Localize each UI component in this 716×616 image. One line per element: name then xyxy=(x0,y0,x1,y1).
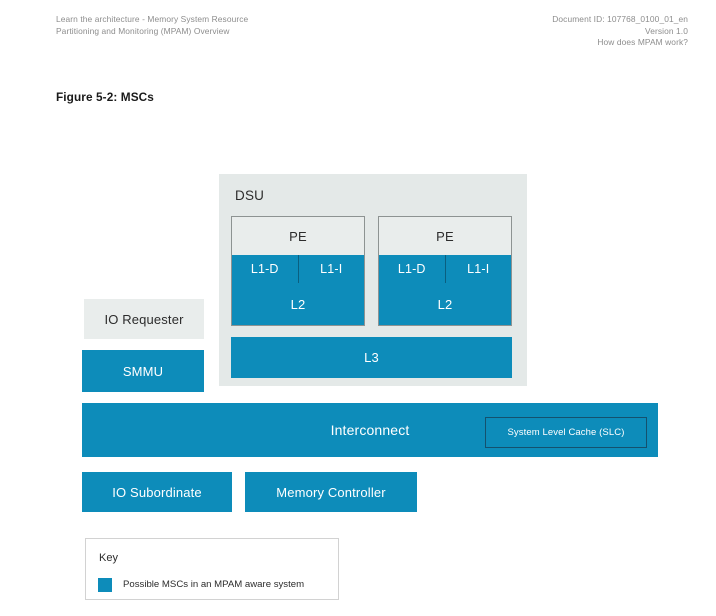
l3-block: L3 xyxy=(231,337,512,378)
smmu-block: SMMU xyxy=(82,350,204,392)
document-version: Version 1.0 xyxy=(644,25,688,36)
l1-row-1: L1-D L1-I xyxy=(379,255,511,283)
io-requester-block: IO Requester xyxy=(84,299,204,339)
figure-caption: Figure 5-2: MSCs xyxy=(56,90,154,104)
l1d-block-0: L1-D xyxy=(232,255,298,283)
header-left-block: Learn the architecture - Memory System R… xyxy=(56,14,356,37)
l1i-block-1: L1-I xyxy=(444,255,511,283)
memory-controller-block: Memory Controller xyxy=(245,472,417,512)
l2-block-1: L2 xyxy=(379,283,511,325)
pe-label-0: PE xyxy=(289,228,307,244)
header-left-line-2: Partitioning and Monitoring (MPAM) Overv… xyxy=(56,25,230,36)
header-right-block: Document ID: 107768_0100_01_en Version 1… xyxy=(388,14,688,49)
system-level-cache-block: System Level Cache (SLC) xyxy=(485,417,647,448)
header-left-line-1: Learn the architecture - Memory System R… xyxy=(56,14,249,24)
document-id: Document ID: 107768_0100_01_en xyxy=(552,14,688,24)
key-title: Key xyxy=(99,552,118,564)
key-entry-label: Possible MSCs in an MPAM aware system xyxy=(123,579,305,590)
pe-cluster-0: PE L1-D L1-I L2 xyxy=(231,216,365,326)
pe-label-1: PE xyxy=(436,228,454,244)
page-header: Learn the architecture - Memory System R… xyxy=(0,0,716,60)
section-title: How does MPAM work? xyxy=(597,37,688,47)
dsu-label: DSU xyxy=(235,188,265,203)
l1-row-0: L1-D L1-I xyxy=(232,255,364,283)
key-legend-box xyxy=(85,538,339,600)
key-swatch-icon xyxy=(98,578,112,592)
io-subordinate-block: IO Subordinate xyxy=(82,472,232,512)
l2-block-0: L2 xyxy=(232,283,364,325)
l1d-block-1: L1-D xyxy=(379,255,445,283)
l1i-block-0: L1-I xyxy=(297,255,364,283)
pe-cluster-1: PE L1-D L1-I L2 xyxy=(378,216,512,326)
